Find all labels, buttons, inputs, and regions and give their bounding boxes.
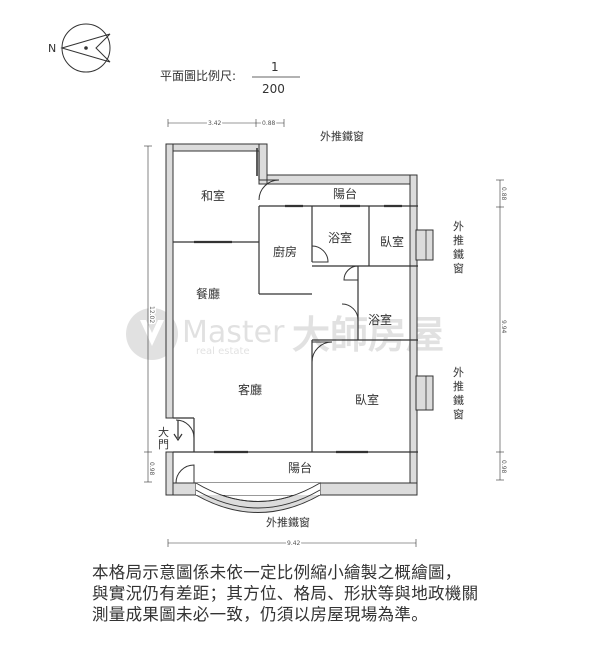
compass-icon: N: [48, 23, 111, 73]
room-bedroom-upper: 臥室: [380, 234, 404, 249]
label-window-bottom: 外推鐵窗: [266, 515, 310, 529]
label-window-top: 外推鐵窗: [320, 129, 364, 143]
scale-label: 平面圖比例尺:: [160, 69, 236, 83]
disclaimer-line: 本格局示意圖係未依一定比例縮小繪製之概繪圖，: [92, 563, 462, 582]
svg-text:外: 外: [453, 366, 464, 379]
interior-walls: [173, 151, 418, 453]
label-window-right-lower: 外 推 鐵 窗: [453, 366, 464, 421]
svg-text:鐵: 鐵: [453, 393, 464, 407]
disclaimer: 本格局示意圖係未依一定比例縮小繪製之概繪圖， 與實況仍有差距；其方位、格局、形狀…: [92, 562, 572, 625]
svg-text:窗: 窗: [453, 407, 464, 421]
label-main-door: 大 門: [158, 425, 169, 451]
dim-left: 12.02: [148, 306, 155, 323]
disclaimer-line: 測量成果圖未必一致，仍須以房屋現場為準。: [92, 605, 428, 624]
dim-bottom: 9.42: [287, 540, 301, 547]
room-bath-lower: 浴室: [368, 312, 392, 327]
room-balcony-bottom: 陽台: [288, 460, 312, 475]
scale-numerator: 1: [271, 60, 279, 74]
svg-text:大: 大: [158, 425, 169, 439]
dim-right-top: 0.88: [500, 187, 507, 201]
window-marks: [194, 204, 402, 454]
disclaimer-line: 與實況仍有差距；其方位、格局、形狀等與地政機關: [92, 584, 479, 603]
svg-text:推: 推: [453, 379, 464, 393]
watermark-brand: Master: [182, 315, 285, 350]
door-swings: [175, 148, 359, 484]
svg-text:推: 推: [453, 233, 464, 247]
svg-text:外: 外: [453, 220, 464, 233]
room-balcony-top: 陽台: [333, 186, 357, 201]
watermark-chinese: 大師房屋: [292, 313, 444, 357]
room-washitsu: 和室: [201, 188, 225, 203]
room-bath-upper: 浴室: [328, 230, 352, 245]
room-dining: 餐廳: [196, 286, 220, 301]
compass-north-label: N: [48, 42, 56, 55]
label-window-right-upper: 外 推 鐵 窗: [453, 220, 464, 275]
watermark: Master real estate 大師房屋: [126, 308, 444, 360]
watermark-logo-icon: [126, 308, 178, 360]
room-bedroom-lower: 臥室: [355, 392, 379, 407]
svg-text:窗: 窗: [453, 261, 464, 275]
room-living: 客廳: [238, 382, 262, 397]
svg-text:鐵: 鐵: [453, 247, 464, 261]
watermark-sub: real estate: [196, 346, 250, 357]
dim-right-middle: 9.94: [500, 320, 507, 334]
dim-left-bottom: 0.98: [148, 462, 155, 476]
scale-denominator: 200: [262, 82, 285, 96]
dim-right-bottom: 0.98: [500, 460, 507, 474]
dim-top-right: 0.88: [262, 120, 276, 127]
room-kitchen: 廚房: [273, 244, 297, 259]
dimension-lines: [144, 119, 504, 547]
dim-top-left: 3.42: [208, 120, 222, 127]
svg-text:門: 門: [158, 438, 169, 451]
